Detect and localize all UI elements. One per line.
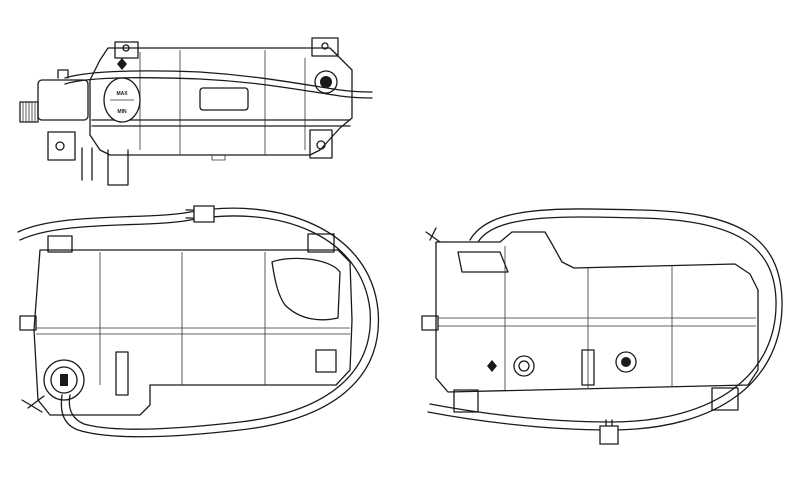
- front-bracket: [21, 395, 45, 413]
- side-port-left-inner: [518, 360, 530, 372]
- level-window: [199, 87, 249, 111]
- side-sensor-core: [621, 357, 631, 367]
- front-view-hose: [17, 207, 380, 438]
- top-view: MAX MIN: [19, 37, 373, 186]
- filler-cap: [37, 79, 89, 121]
- side-bracket: [425, 227, 441, 243]
- cap-knurl-ribs: [22, 102, 36, 122]
- mount-tab-top-left: [114, 41, 139, 59]
- side-hose-clamp: [599, 425, 619, 445]
- outlet-pipe-left: [81, 147, 93, 181]
- side-internal-contour: [457, 251, 509, 273]
- front-level-sensor: [115, 351, 129, 396]
- mount-hole-top-left: [122, 44, 130, 52]
- drain-boss: [211, 155, 226, 161]
- front-view: [17, 205, 380, 438]
- side-level-sensor: [581, 349, 595, 386]
- side-view-hose: [427, 208, 783, 431]
- side-view-hose-inner: [429, 216, 777, 423]
- front-side-connector: [19, 315, 37, 331]
- side-hose-clamp-tabs: [605, 419, 613, 427]
- top-view-hose: [64, 70, 373, 93]
- mount-hole-bottom-right: [316, 140, 326, 150]
- top-view-seam: [91, 119, 351, 127]
- top-view-hose-inner: [64, 76, 373, 99]
- diamond-marker: [117, 58, 127, 70]
- front-outlet-port: [315, 349, 337, 373]
- cap-vent: [57, 69, 69, 79]
- top-view-chamber-lines: [139, 50, 306, 155]
- hose-clamp: [193, 205, 215, 223]
- top-view-tank-body: [89, 47, 353, 156]
- outlet-pipe-center: [107, 149, 129, 186]
- max-mark: MAX: [116, 91, 128, 97]
- front-view-hose-inner: [19, 215, 371, 430]
- front-mount-tab-left: [47, 235, 73, 253]
- front-view-grid: [36, 252, 350, 385]
- side-view: [421, 208, 783, 445]
- side-port-left: [513, 355, 535, 377]
- side-view-grid: [438, 246, 756, 390]
- min-mark: MIN: [117, 109, 127, 115]
- side-mount-tab-right: [711, 387, 739, 411]
- mount-tab-bottom-right: [309, 129, 333, 159]
- mount-tab-top-right: [311, 37, 339, 57]
- side-diamond-marker: [487, 360, 497, 372]
- mount-hole-top-right: [321, 42, 329, 50]
- mount-tab-bottom-left: [47, 131, 76, 161]
- front-cap-vent: [60, 374, 68, 386]
- mount-hole-bottom-left: [55, 141, 65, 151]
- side-side-connector: [421, 315, 439, 331]
- front-cap-inner: [50, 366, 78, 394]
- front-internal-baffle: [271, 257, 341, 321]
- sensor-core: [320, 76, 332, 88]
- side-view-tank-body: [435, 231, 759, 393]
- hose-clamp-tabs: [185, 209, 195, 219]
- front-mount-tab-right: [307, 233, 335, 253]
